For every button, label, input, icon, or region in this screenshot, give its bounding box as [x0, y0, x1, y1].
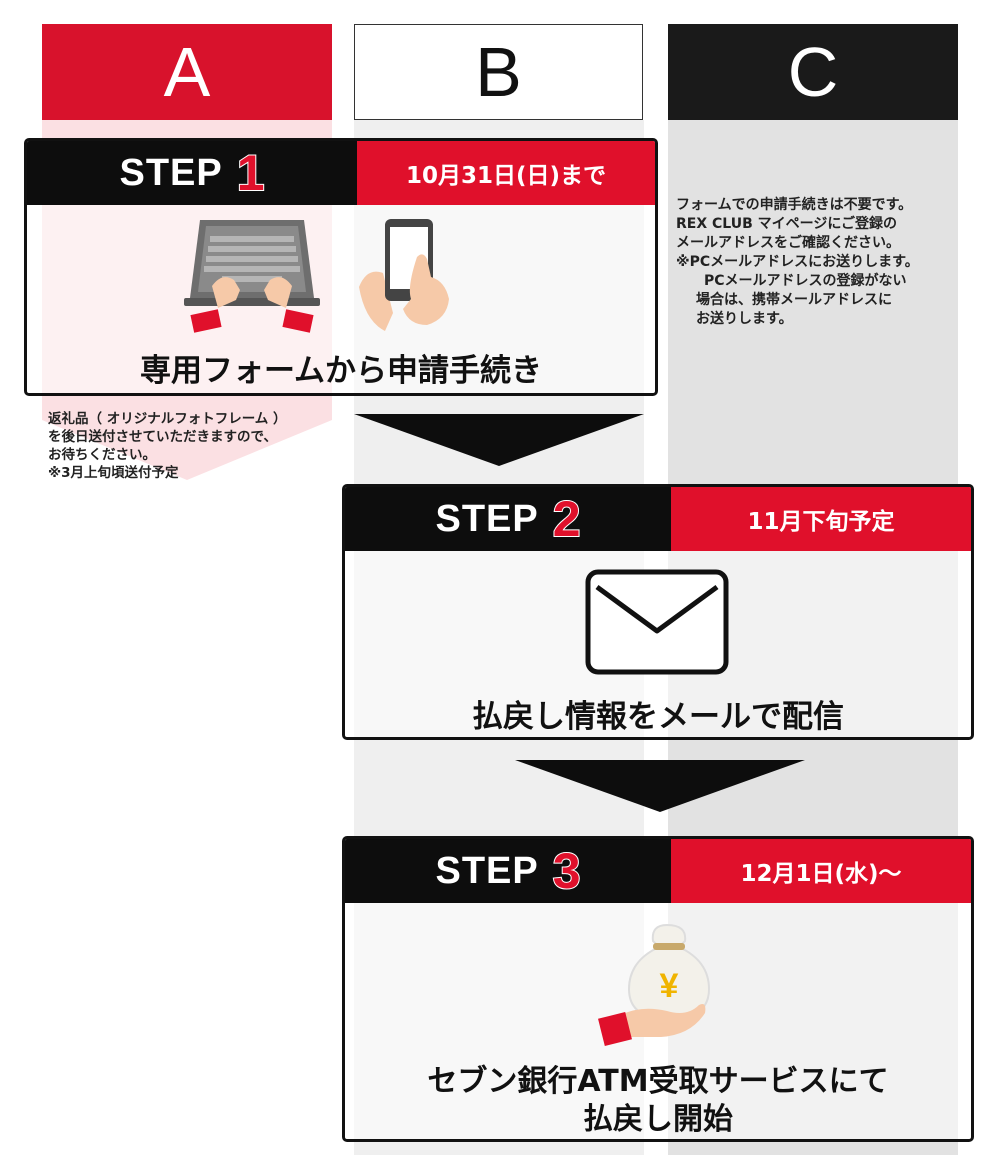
note-a-line: を後日送付させていただきますので、	[48, 429, 277, 445]
step3-caption: セブン銀行ATM受取サービスにて 払戻し開始	[345, 1063, 971, 1139]
note-a-line: ※3月上旬頃送付予定	[48, 465, 179, 481]
laptop-icon	[184, 220, 320, 333]
column-a-lane-tip	[42, 420, 332, 480]
step1-header: STEP 1	[27, 141, 357, 205]
note-a-line: お待ちください。	[48, 447, 156, 463]
flow-arrow	[354, 414, 644, 466]
smartphone-icon	[359, 219, 449, 331]
step3-date: 12月1日(水)～	[671, 839, 971, 903]
note-a-line: 返礼品（ オリジナルフォトフレーム ）	[48, 411, 287, 427]
step2-date: 11月下旬予定	[671, 487, 971, 551]
step1-caption: 専用フォームから申請手続き	[139, 353, 543, 389]
note-column-a: 返礼品（ オリジナルフォトフレーム ） を後日送付させていただきますので、 お待…	[48, 410, 348, 482]
step3-caption-line2: 払戻し開始	[583, 1102, 733, 1137]
column-b-header: B	[354, 24, 643, 120]
step2-caption: 払戻し情報をメールで配信	[472, 699, 844, 735]
flow-arrow	[515, 760, 805, 812]
step1-box: STEP 1 10月31日(日)まで 専用フォームから申請手続き	[24, 138, 658, 396]
step3-label: STEP	[435, 849, 539, 892]
note-c-line: フォームでの申請手続きは不要です。	[676, 197, 913, 213]
step2-number: 2	[552, 490, 582, 548]
step3-box: STEP 3 12月1日(水)～ ¥ セブン銀行ATM受取サービスにて 払戻し開…	[342, 836, 974, 1142]
note-c-line: ※PCメールアドレスにお送りします。	[676, 254, 919, 270]
note-c-line: メールアドレスをご確認ください。	[676, 235, 900, 251]
step3-header: STEP 3	[345, 839, 671, 903]
step2-label: STEP	[435, 497, 539, 540]
envelope-icon	[585, 569, 729, 675]
note-column-c: フォームでの申請手続きは不要です。 REX CLUB マイページにご登録の メー…	[676, 196, 976, 329]
step3-caption-line1: セブン銀行ATM受取サービスにて	[427, 1064, 889, 1099]
step2-box: STEP 2 11月下旬予定 払戻し情報をメールで配信	[342, 484, 974, 740]
step2-header: STEP 2	[345, 487, 671, 551]
column-a-header: A	[42, 24, 332, 120]
note-c-line: お送りします。	[696, 311, 793, 327]
money-bag-icon: ¥	[598, 923, 711, 1046]
step3-number: 3	[552, 842, 582, 900]
note-c-line: PCメールアドレスの登録がない	[704, 273, 907, 289]
column-c-header: C	[668, 24, 958, 120]
yen-symbol: ¥	[660, 967, 679, 1005]
note-c-line: 場合は、携帯メールアドレスに	[696, 292, 892, 308]
note-c-line: REX CLUB マイページにご登録の	[676, 216, 898, 232]
step1-date: 10月31日(日)まで	[357, 141, 655, 205]
step1-number: 1	[236, 144, 266, 202]
step1-label: STEP	[119, 151, 223, 194]
